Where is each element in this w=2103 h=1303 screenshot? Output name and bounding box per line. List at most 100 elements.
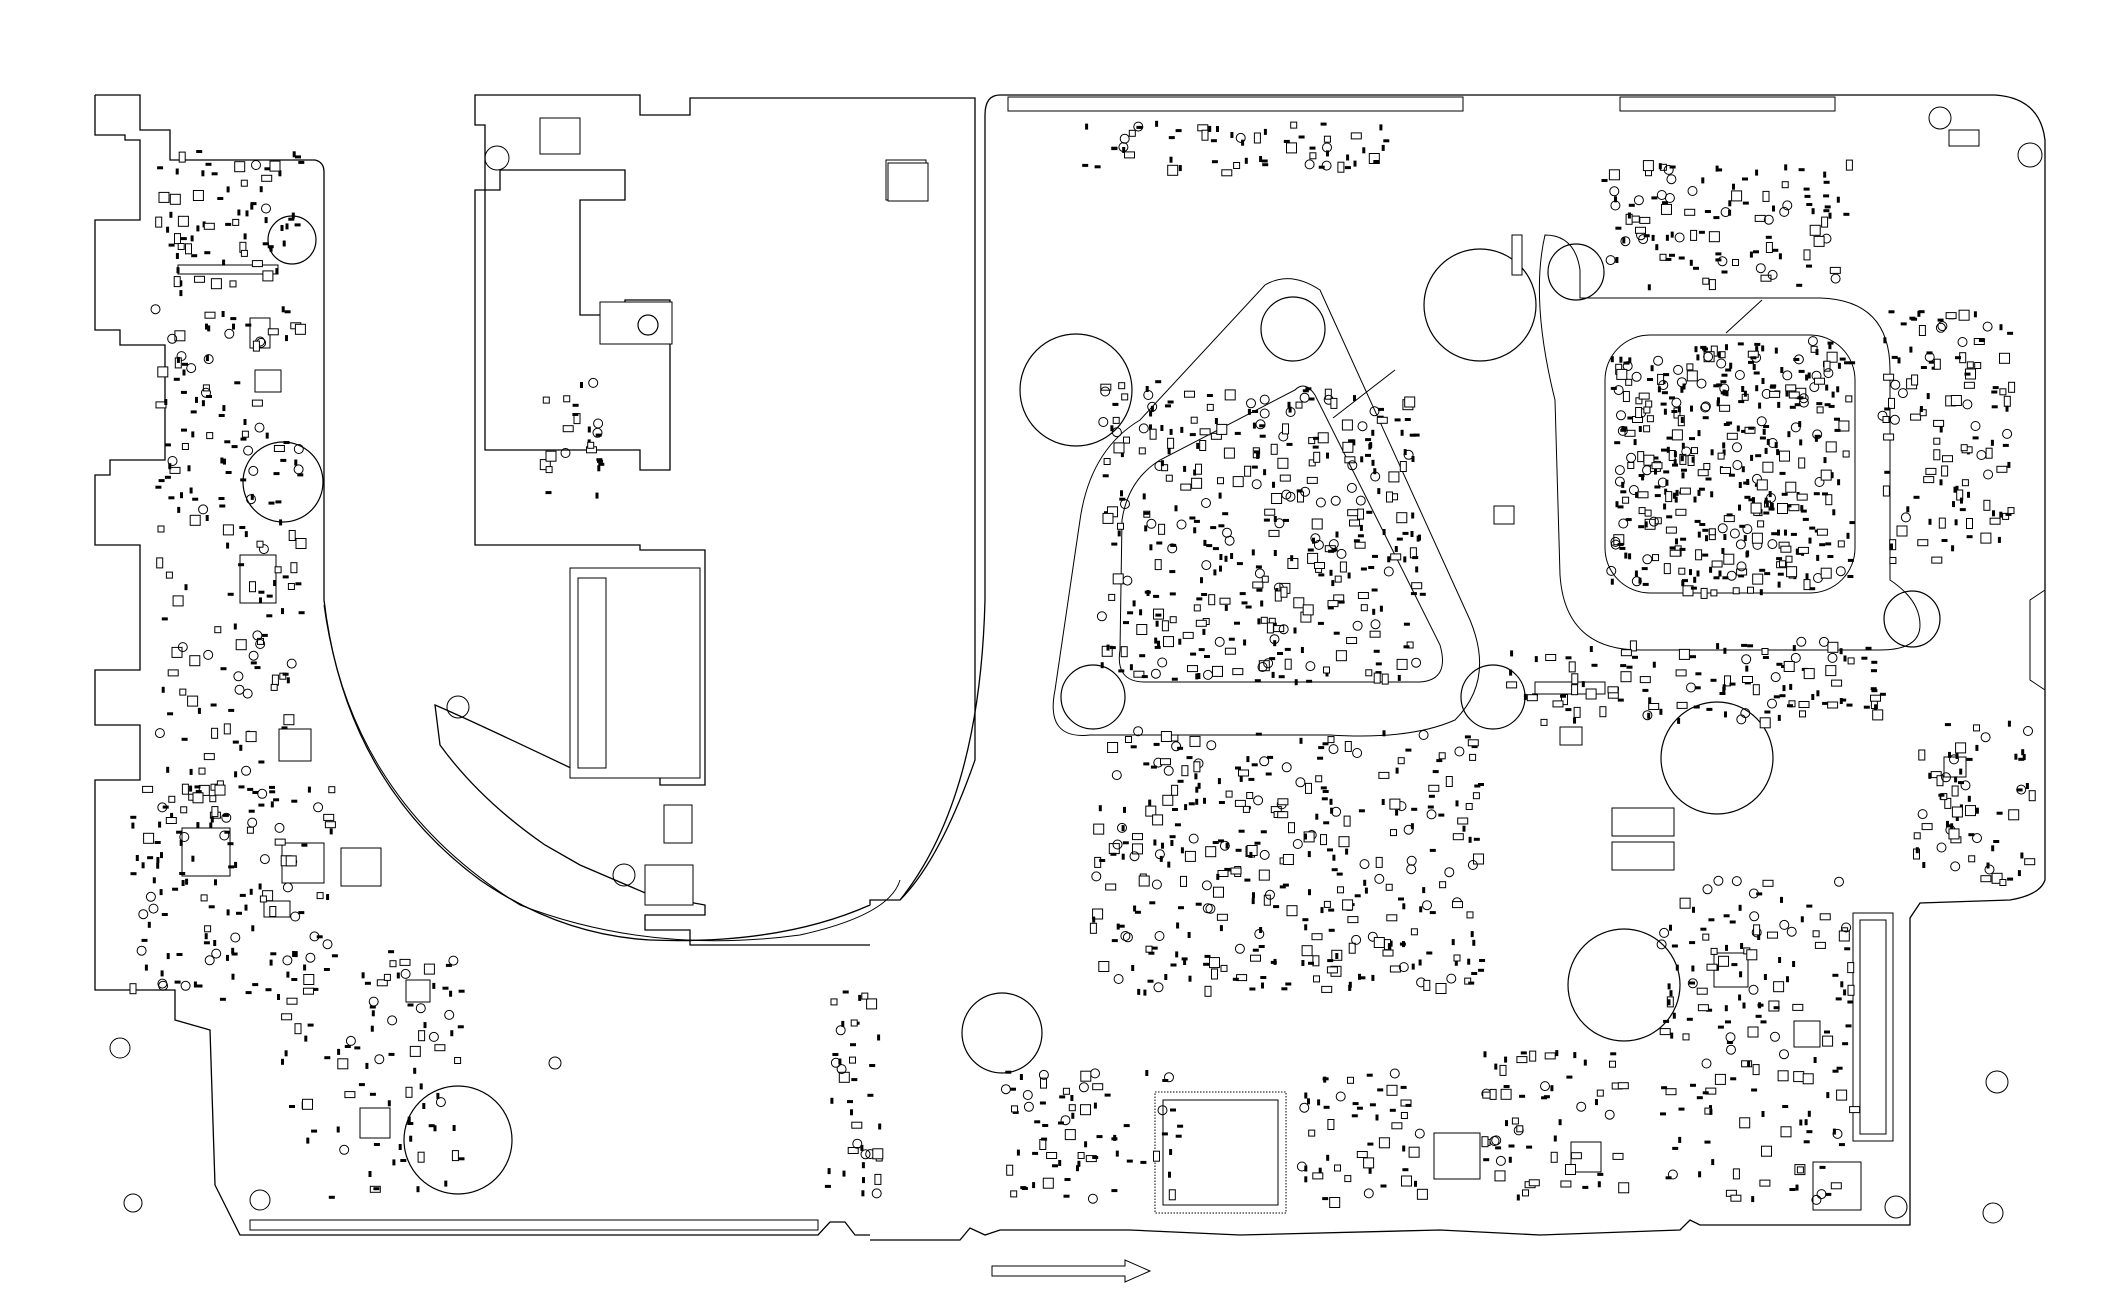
smd-part (1311, 933, 1323, 941)
smd-part (1762, 428, 1766, 435)
smd-part (1686, 1017, 1693, 1021)
smd-part (1782, 685, 1786, 692)
smd-part (1747, 1026, 1759, 1038)
smd-part (1098, 805, 1102, 812)
smd-part (1038, 1069, 1049, 1080)
smd-part (1841, 922, 1852, 933)
smd-part (1581, 681, 1585, 688)
smd-part (1322, 790, 1329, 793)
smd-part (1758, 402, 1762, 409)
smd-part (1565, 708, 1572, 712)
smd-part (1315, 497, 1326, 508)
smd-part (219, 830, 230, 841)
smd-part (295, 538, 307, 549)
smd-part (1745, 665, 1749, 672)
smd-part (1627, 212, 1631, 219)
smd-part (1347, 1076, 1354, 1084)
smd-part (1762, 461, 1774, 473)
smd-part (1326, 966, 1338, 974)
smd-part (1764, 710, 1771, 714)
smd-part (1911, 374, 1919, 386)
smd-part (1960, 444, 1968, 452)
smd-part (1615, 501, 1619, 508)
smd-part (1816, 1189, 1827, 1200)
smd-part (1689, 437, 1695, 441)
smd-part (1039, 1101, 1046, 1105)
smd-part (200, 894, 208, 902)
smd-part (1223, 447, 1235, 459)
smd-part (1491, 1135, 1502, 1146)
smd-part (1180, 847, 1184, 854)
smd-part (1620, 490, 1627, 494)
smd-part (191, 431, 195, 438)
smd-part (1847, 962, 1855, 974)
smd-part (1320, 834, 1327, 846)
smd-part (1293, 627, 1297, 634)
smd-part (157, 166, 164, 170)
smd-part (1253, 795, 1264, 806)
smd-part (1302, 604, 1314, 616)
smd-part (267, 245, 274, 249)
smd-part (1186, 756, 1193, 760)
smd-part (405, 1086, 413, 1098)
smd-part (1779, 450, 1790, 462)
smd-part (291, 212, 295, 219)
smd-part (400, 968, 411, 979)
smd-part (373, 1187, 380, 1191)
smd-part (1653, 355, 1664, 366)
smd-part (1759, 1179, 1771, 1187)
smd-part (135, 855, 139, 861)
smd-part (1427, 805, 1434, 809)
smd-part (1110, 425, 1114, 432)
smd-part (1843, 989, 1847, 996)
smd-part (194, 275, 205, 283)
smd-part (452, 1125, 456, 1131)
smd-part (1304, 924, 1308, 931)
connector (1948, 129, 1980, 147)
smd-part (1697, 430, 1701, 437)
smd-part (1094, 856, 1102, 868)
smd-part (1379, 605, 1383, 612)
smd-part (1499, 1064, 1507, 1076)
smd-part (1290, 555, 1294, 562)
smd-part (869, 1064, 876, 1067)
smd-part (1861, 656, 1868, 660)
smd-part (1763, 425, 1770, 428)
smd-part (1213, 886, 1224, 898)
smd-part (1149, 428, 1157, 440)
smd-part (1713, 216, 1720, 220)
smd-part (1232, 668, 1244, 676)
smd-part (1814, 941, 1826, 949)
smd-part (1566, 1075, 1573, 1079)
smd-part (285, 335, 288, 342)
smd-part (1144, 525, 1148, 532)
smd-part (1779, 919, 1790, 930)
smd-part (383, 973, 391, 981)
smd-part (173, 377, 180, 381)
smd-part (1119, 497, 1126, 501)
smd-part (1710, 947, 1718, 955)
smd-part (1253, 132, 1261, 144)
smd-part (256, 540, 264, 548)
smd-part (1042, 1177, 1054, 1189)
smd-part (860, 1144, 864, 1151)
smd-part (1415, 566, 1419, 573)
smd-part (1092, 916, 1096, 923)
smd-part (1445, 776, 1453, 787)
smd-part (1439, 881, 1447, 889)
smd-part (1124, 151, 1135, 159)
smd-part (1696, 987, 1708, 995)
smd-part (1301, 960, 1305, 966)
smd-part (1658, 380, 1669, 390)
smd-part (1865, 646, 1872, 650)
smd-part (1648, 697, 1652, 704)
smd-part (1212, 547, 1219, 551)
smd-part (224, 830, 231, 834)
smd-part (1277, 811, 1289, 819)
smd-part (1794, 403, 1801, 407)
smd-part (1294, 679, 1298, 686)
smd-part (174, 980, 181, 984)
smd-part (1722, 576, 1729, 580)
smd-part (1638, 234, 1649, 245)
